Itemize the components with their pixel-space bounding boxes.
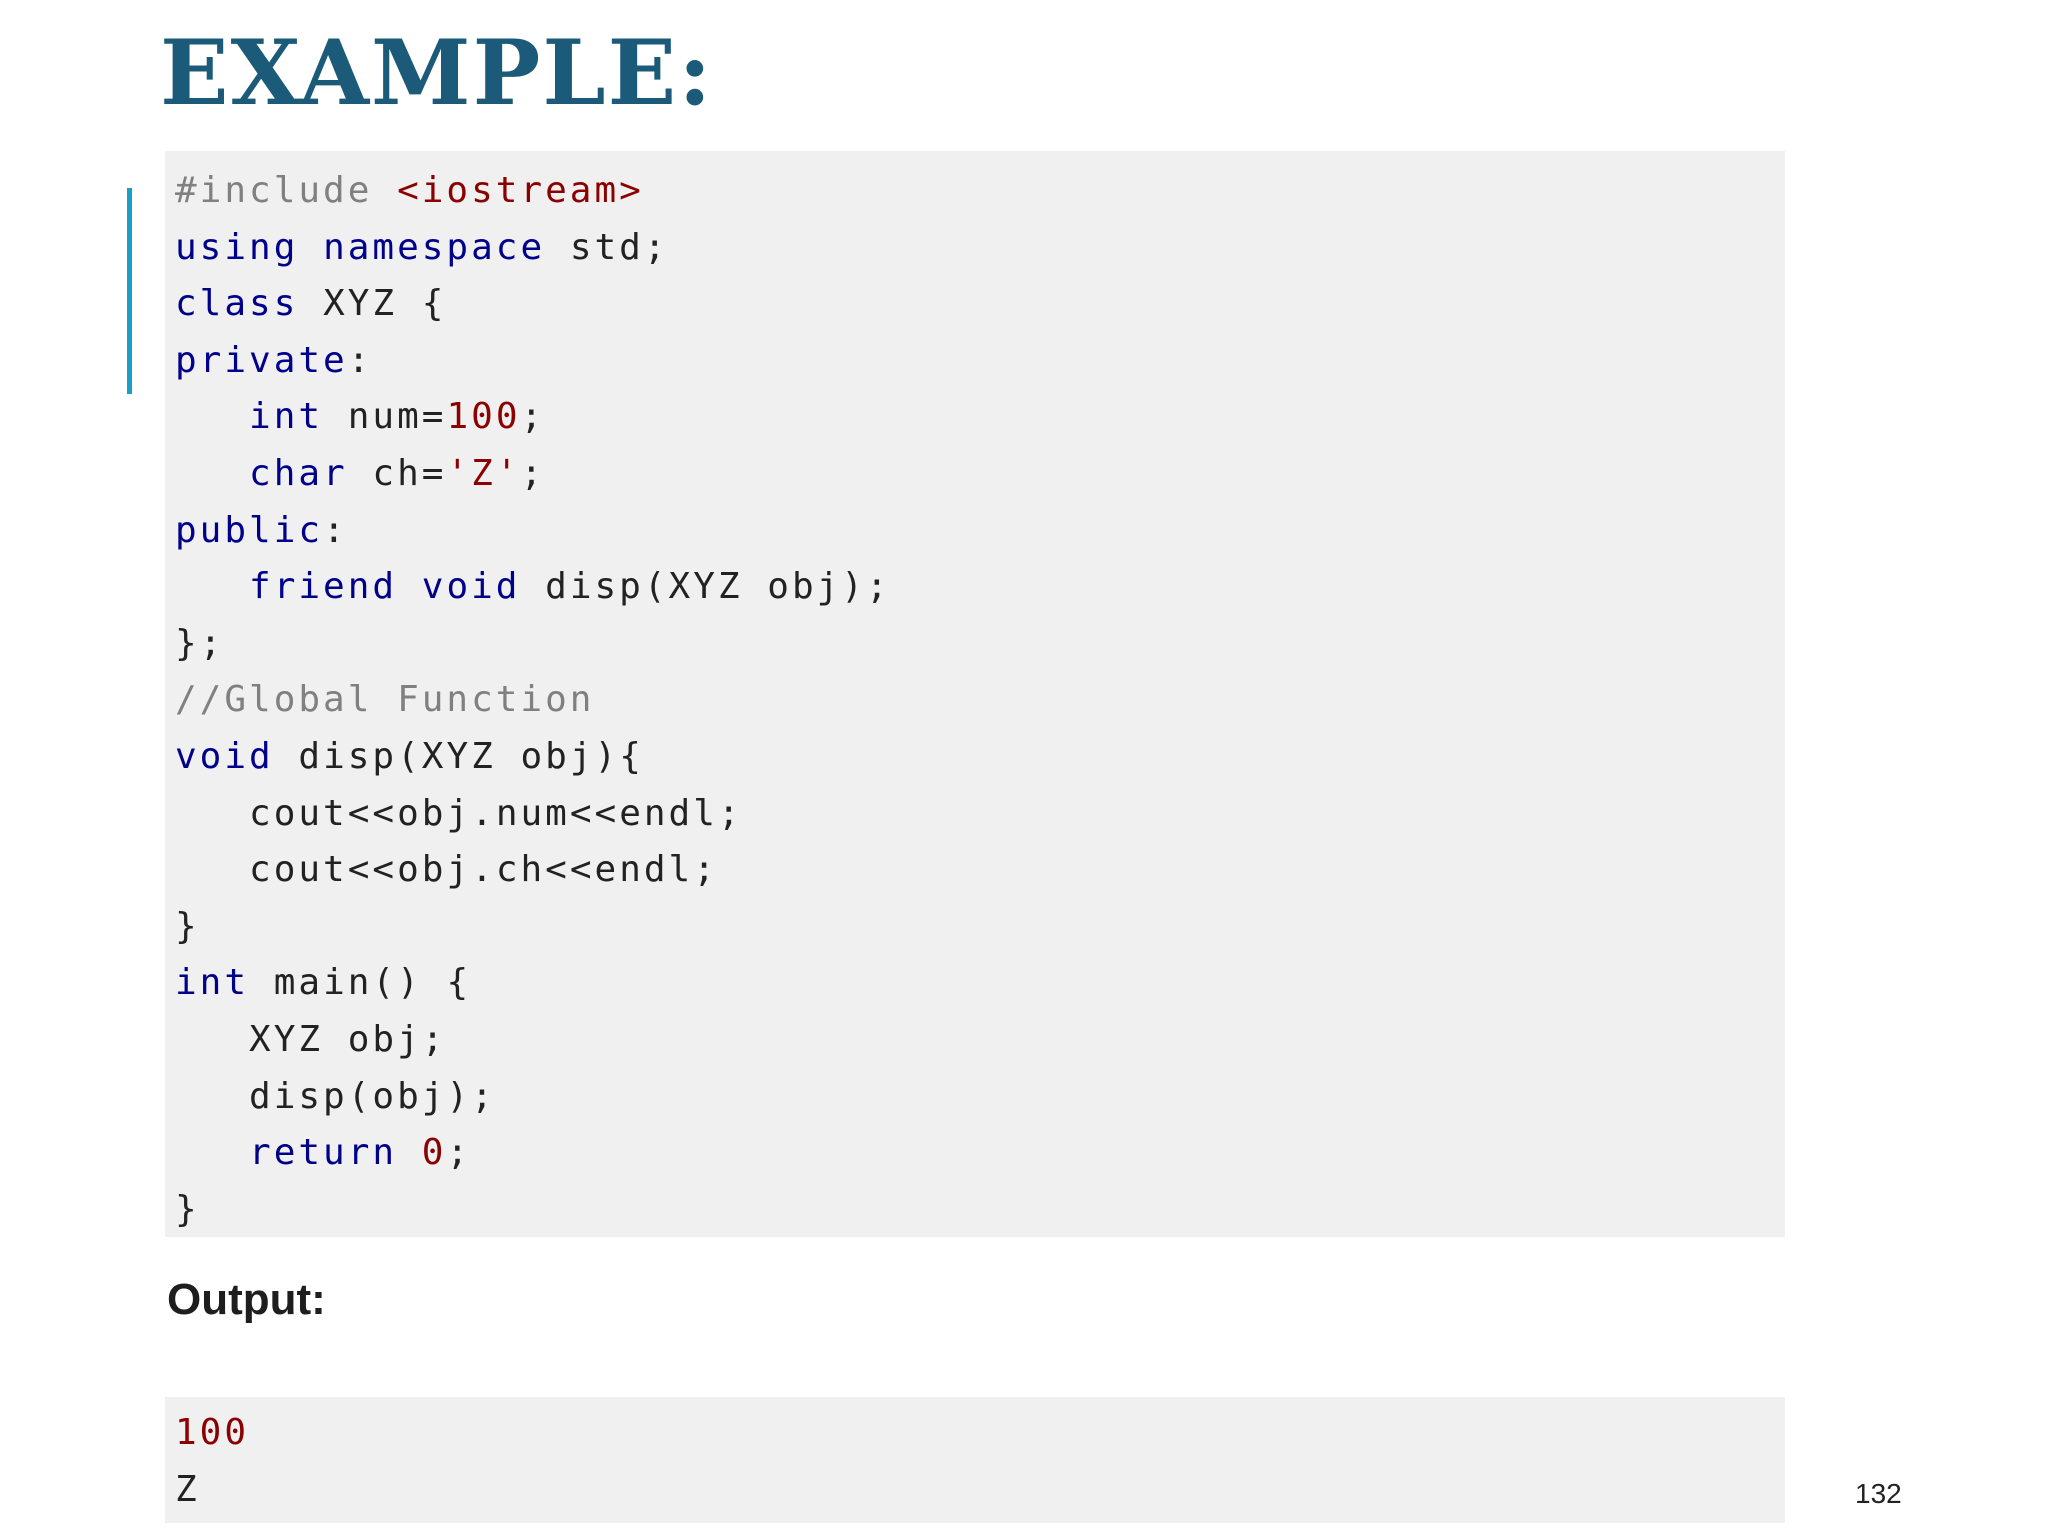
code-line: XYZ obj; <box>249 1018 447 1060</box>
code-line: friend void disp(XYZ obj); <box>249 566 891 608</box>
code-line: public: <box>175 509 348 551</box>
code-line: int num=100; <box>249 396 546 438</box>
code-line: private: <box>175 339 373 381</box>
code-line: } <box>175 905 200 947</box>
code-line: }; <box>175 622 225 664</box>
code-line: cout<<obj.num<<endl; <box>249 792 743 834</box>
output-line-number: 100 <box>175 1412 250 1453</box>
code-line: void disp(XYZ obj){ <box>175 735 644 777</box>
slide-title: EXAMPLE: <box>160 20 714 126</box>
output-label: Output: <box>167 1275 326 1324</box>
accent-bar <box>127 188 132 394</box>
output-lines: 100 Z <box>175 1405 249 1518</box>
code-line: } <box>175 1188 200 1230</box>
code-block: #include <iostream> using namespace std;… <box>165 151 1785 1237</box>
code-line: return 0; <box>249 1132 472 1174</box>
code-line: int main() { <box>175 962 472 1004</box>
code-line: using namespace std; <box>175 226 669 268</box>
code-line: #include <iostream> <box>175 170 644 211</box>
code-line: class XYZ { <box>175 283 447 325</box>
page-number: 132 <box>1855 1478 1902 1509</box>
output-line-char: Z <box>175 1468 200 1510</box>
code-line: disp(obj); <box>249 1075 496 1117</box>
code-lines: #include <iostream> using namespace std;… <box>175 163 891 1238</box>
code-line: char ch='Z'; <box>249 452 546 494</box>
output-block: 100 Z <box>165 1397 1785 1523</box>
code-line: //Global Function <box>175 679 595 721</box>
code-line: cout<<obj.ch<<endl; <box>249 849 718 891</box>
